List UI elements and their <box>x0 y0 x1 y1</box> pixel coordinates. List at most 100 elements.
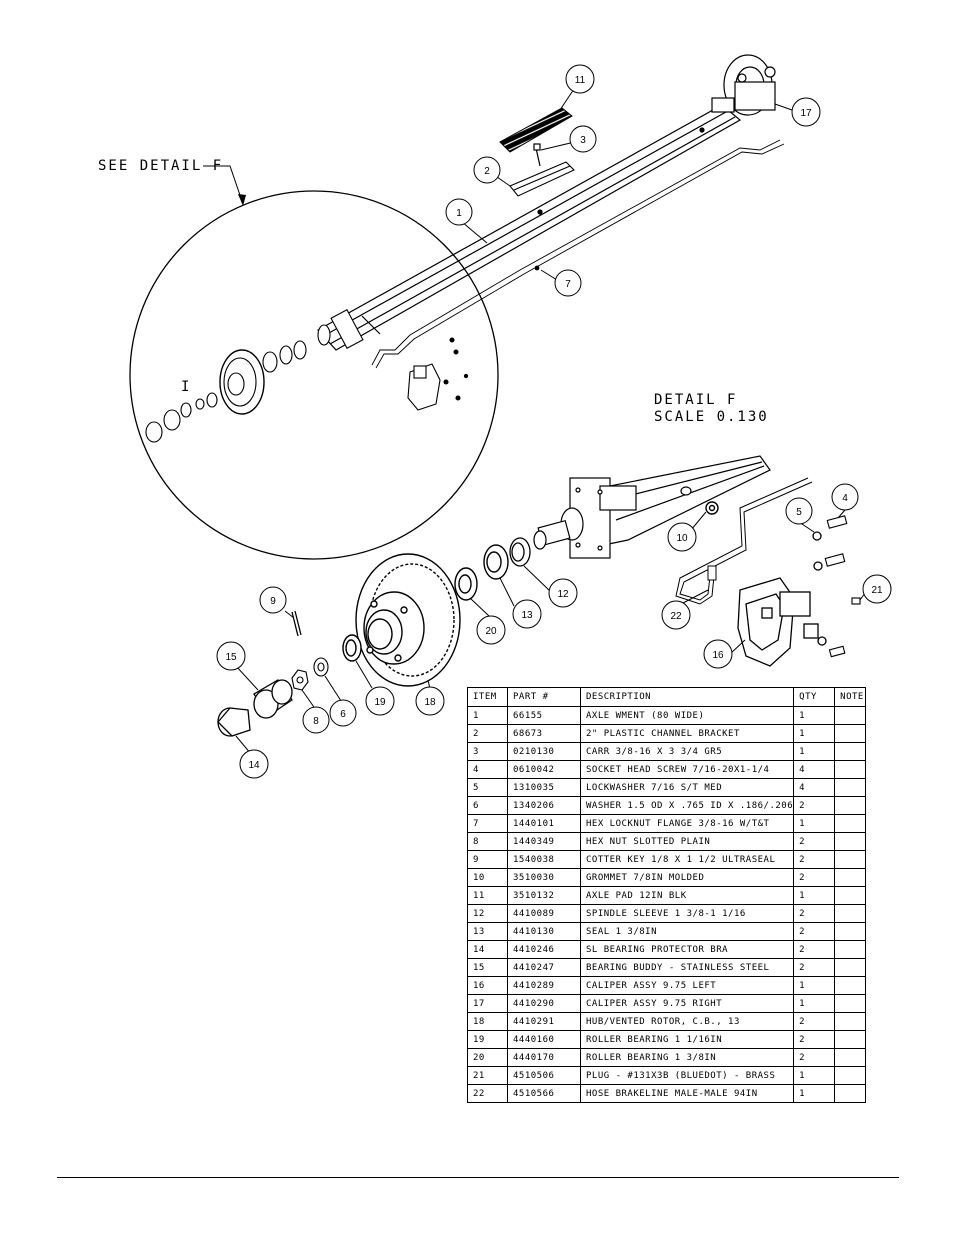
bom-part-cell: 4440170 <box>507 1048 581 1067</box>
bom-part-cell: 66155 <box>507 706 581 725</box>
bom-note-cell <box>834 1066 867 1085</box>
callout-15: 15 <box>225 652 237 663</box>
socket-head-screws <box>824 515 848 658</box>
bom-part-cell: 4410246 <box>507 940 581 959</box>
bom-note-cell <box>834 1012 867 1031</box>
bom-part-cell: 4410290 <box>507 994 581 1013</box>
detail-axle-tube <box>569 455 771 559</box>
bom-item-cell: 13 <box>467 922 508 941</box>
bom-note-cell <box>834 778 867 797</box>
bom-item-cell: 8 <box>467 832 508 851</box>
bom-qty-cell: 1 <box>793 994 836 1013</box>
callout-1: 1 <box>456 208 462 219</box>
seal <box>483 544 509 580</box>
callout-12: 12 <box>557 589 569 600</box>
bom-note-cell <box>834 832 867 851</box>
bom-note-cell <box>834 724 867 743</box>
bom-description-cell: GROMMET 7/8IN MOLDED <box>579 868 795 887</box>
hub-vented-rotor <box>355 553 461 687</box>
axle-tube <box>317 104 742 351</box>
left-caliper-detail <box>737 577 819 667</box>
bom-note-cell <box>834 1048 867 1067</box>
bom-part-cell: 0210130 <box>507 742 581 761</box>
footer-rule <box>57 1177 899 1178</box>
bom-description-cell: SEAL 1 3/8IN <box>579 922 795 941</box>
bom-qty-cell: 2 <box>793 850 836 869</box>
bom-description-cell: WASHER 1.5 OD X .765 ID X .186/.206 <box>579 796 795 815</box>
bom-qty-cell: 2 <box>793 868 836 887</box>
bom-header-item: ITEM <box>467 687 508 707</box>
callout-2: 2 <box>484 166 490 177</box>
bom-note-cell <box>834 850 867 869</box>
bom-qty-cell: 1 <box>793 724 836 743</box>
brass-plug <box>851 597 861 605</box>
bom-note-cell <box>834 976 867 995</box>
cotter-key <box>291 610 302 637</box>
bom-qty-cell: 2 <box>793 940 836 959</box>
bom-part-cell: 3510030 <box>507 868 581 887</box>
bom-part-cell: 1440349 <box>507 832 581 851</box>
bom-item-cell: 10 <box>467 868 508 887</box>
bom-note-cell <box>834 1030 867 1049</box>
bom-item-cell: 4 <box>467 760 508 779</box>
bom-note-cell <box>834 760 867 779</box>
bom-qty-cell: 2 <box>793 796 836 815</box>
roller-bearing-large <box>454 567 478 601</box>
axle-pad <box>499 107 573 153</box>
bom-qty-cell: 2 <box>793 832 836 851</box>
bom-note-cell <box>834 868 867 887</box>
bom-qty-cell: 2 <box>793 1030 836 1049</box>
brake-line-overview <box>371 139 785 369</box>
bom-description-cell: SOCKET HEAD SCREW 7/16-20X1-1/4 <box>579 760 795 779</box>
bom-note-cell <box>834 904 867 923</box>
bom-item-cell: 3 <box>467 742 508 761</box>
bom-qty-cell: 2 <box>793 904 836 923</box>
bom-part-cell: 4410247 <box>507 958 581 977</box>
bom-description-cell: CALIPER ASSY 9.75 LEFT <box>579 976 795 995</box>
bom-note-cell <box>834 742 867 761</box>
bom-part-cell: 4410289 <box>507 976 581 995</box>
bom-item-cell: 21 <box>467 1066 508 1085</box>
washer <box>313 657 329 677</box>
lockwashers <box>812 531 827 646</box>
bom-part-cell: 4510506 <box>507 1066 581 1085</box>
bom-description-cell: 2" PLASTIC CHANNEL BRACKET <box>579 724 795 743</box>
left-caliper-overview <box>407 337 469 411</box>
bom-part-cell: 4410130 <box>507 922 581 941</box>
bom-item-cell: 1 <box>467 706 508 725</box>
callout-13: 13 <box>521 610 533 621</box>
bom-item-cell: 20 <box>467 1048 508 1067</box>
bom-description-cell: AXLE PAD 12IN BLK <box>579 886 795 905</box>
bom-qty-cell: 2 <box>793 1048 836 1067</box>
callout-20: 20 <box>485 626 497 637</box>
detail-f-scale: SCALE 0.130 <box>654 409 769 425</box>
carriage-bolt <box>533 143 541 167</box>
hex-locknut-overview <box>534 265 540 271</box>
bom-part-cell: 4440160 <box>507 1030 581 1049</box>
bom-note-cell <box>834 958 867 977</box>
bearing-protector <box>217 707 251 737</box>
bom-header-note: NOTE <box>834 687 867 707</box>
bom-item-cell: 11 <box>467 886 508 905</box>
bom-item-cell: 15 <box>467 958 508 977</box>
callout-9: 9 <box>270 596 276 607</box>
bom-item-cell: 5 <box>467 778 508 797</box>
bom-note-cell <box>834 1084 867 1103</box>
bom-item-cell: 12 <box>467 904 508 923</box>
callout-8: 8 <box>313 716 319 727</box>
callout-17: 17 <box>800 108 812 119</box>
bom-note-cell <box>834 796 867 815</box>
bom-description-cell: PLUG - #131X3B (BLUEDOT) - BRASS <box>579 1066 795 1085</box>
bom-part-cell: 4510566 <box>507 1084 581 1103</box>
callout-11: 11 <box>575 75 586 86</box>
